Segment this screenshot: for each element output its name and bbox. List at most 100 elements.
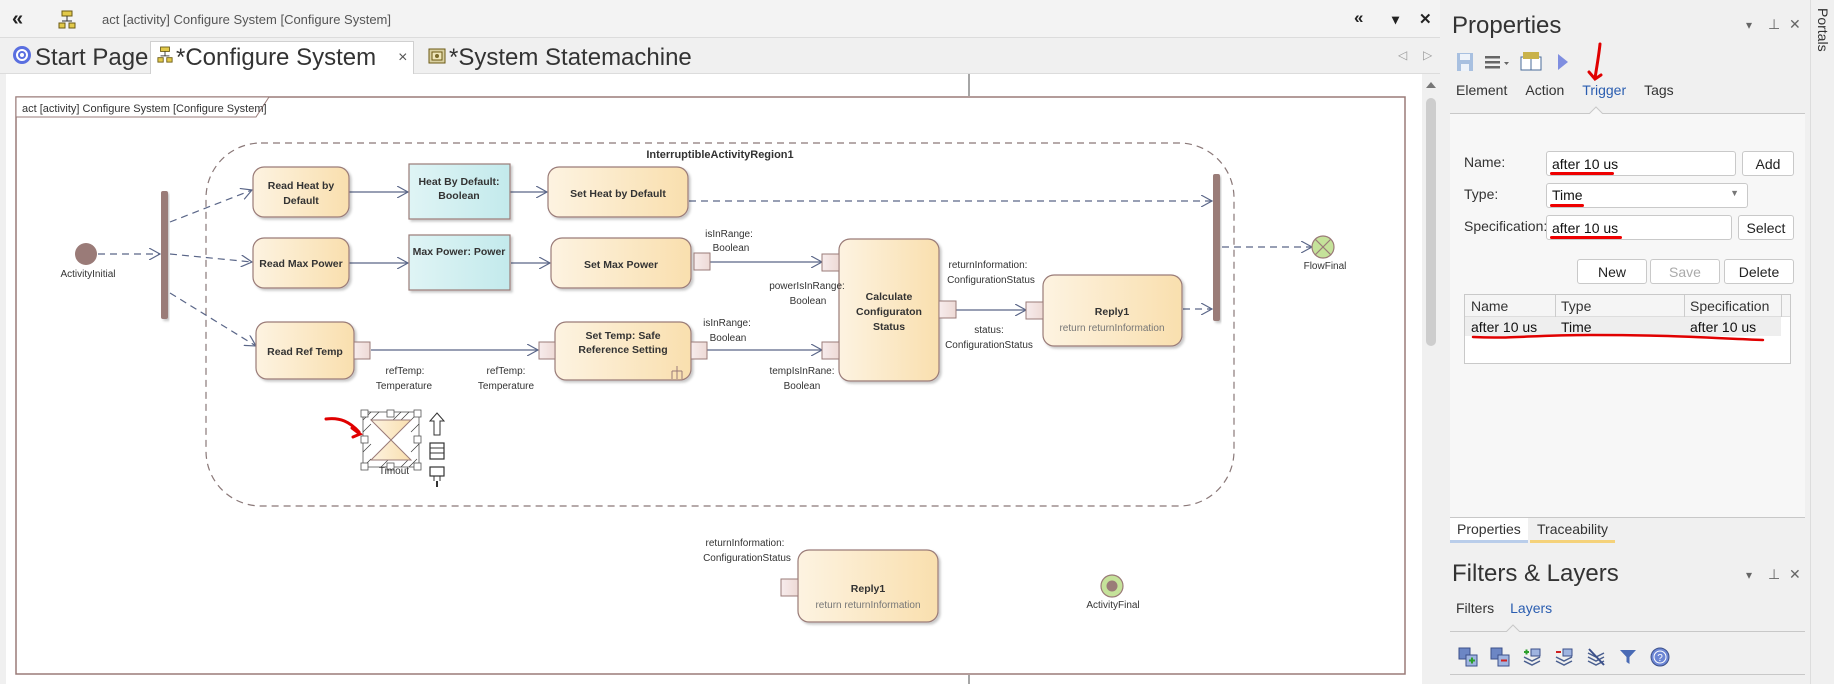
dropdown-button[interactable]: ▾ <box>1392 11 1400 27</box>
panel-close-button[interactable]: ✕ <box>1789 16 1801 32</box>
element-properties-icon[interactable] <box>1520 51 1542 76</box>
annotation-arrow <box>324 417 361 434</box>
collapse-left-button[interactable]: « <box>12 8 24 30</box>
read-max-power-label: Read Max Power <box>259 258 342 270</box>
col-type[interactable]: Type <box>1561 298 1592 314</box>
expand-button[interactable]: « <box>1354 8 1364 27</box>
pin-icon[interactable]: ⊥ <box>1768 16 1781 32</box>
pin-reply2-in[interactable] <box>780 578 799 597</box>
table-row[interactable]: after 10 us Time after 10 us <box>1465 317 1781 336</box>
panel-close-button[interactable]: ✕ <box>1789 566 1801 582</box>
remove-from-layer-icon[interactable] <box>1554 647 1574 667</box>
tab-traceability[interactable]: Traceability <box>1530 518 1616 543</box>
timeout-label: Timout <box>379 466 409 477</box>
run-icon[interactable] <box>1556 52 1570 77</box>
close-button[interactable]: ✕ <box>1419 11 1432 28</box>
pin-readref-out[interactable] <box>353 341 371 360</box>
type-value: Time <box>1552 187 1583 203</box>
pin-calc-out[interactable] <box>938 300 957 319</box>
reply1-label: Reply1 <box>1095 306 1130 318</box>
add-to-layer-icon[interactable] <box>1522 647 1542 667</box>
action-set-heat[interactable] <box>547 166 689 218</box>
action-set-max-power[interactable] <box>550 237 692 289</box>
activity-initial-node[interactable] <box>75 243 97 265</box>
diagram-canvas[interactable]: act [activity] Configure System [Configu… <box>0 74 1422 684</box>
pin-setmax-out[interactable] <box>693 252 711 271</box>
tab-system-statemachine[interactable]: *System Statemachine <box>422 41 698 74</box>
scroll-up-icon[interactable] <box>1426 82 1436 88</box>
save-button[interactable]: Save <box>1650 259 1720 284</box>
tab-action[interactable]: Action <box>1525 82 1565 98</box>
triggers-table: Name Type Specification after 10 us Time… <box>1464 294 1791 364</box>
tab-start-page[interactable]: Start Page <box>6 41 154 74</box>
heat-obj-label-2: Boolean <box>438 190 479 202</box>
flow-fork-readmax[interactable] <box>169 253 252 262</box>
join-bar[interactable] <box>1213 174 1220 321</box>
action-read-heat[interactable] <box>6 74 350 218</box>
panel-menu-button[interactable]: ▾ <box>1746 18 1753 32</box>
trigger-form: Name: Add Type: Time ▼ Specification: Se… <box>1450 114 1805 517</box>
filter-icon[interactable] <box>1618 647 1638 667</box>
portals-strip: Portals <box>1810 0 1834 684</box>
pin-label: refTemp: <box>487 366 526 377</box>
col-name[interactable]: Name <box>1471 298 1509 314</box>
interruptible-region[interactable] <box>205 142 1235 507</box>
action-read-max-power[interactable] <box>252 237 350 289</box>
tab-properties[interactable]: Properties <box>1450 518 1528 543</box>
pin-calc-power-in[interactable] <box>821 253 840 272</box>
pin-label: Boolean <box>710 333 747 344</box>
pin-icon[interactable]: ⊥ <box>1768 566 1781 582</box>
tab-prev-button[interactable]: ◁ <box>1398 48 1408 62</box>
help-icon[interactable]: ? <box>1650 647 1670 667</box>
selection-handles[interactable] <box>360 409 422 471</box>
flow-fork-readheat[interactable] <box>169 190 252 223</box>
flow-final-node[interactable] <box>1311 235 1335 259</box>
pin-calc-temp-in[interactable] <box>821 341 840 360</box>
type-select[interactable]: Time ▼ <box>1546 183 1748 208</box>
tab-tags[interactable]: Tags <box>1644 82 1674 98</box>
pin-settemp-in[interactable] <box>538 341 556 360</box>
fork-bar[interactable] <box>161 191 168 319</box>
tab-element[interactable]: Element <box>1456 82 1508 98</box>
pin-label: Temperature <box>376 381 433 392</box>
quick-linker-properties-icon[interactable] <box>429 466 445 487</box>
vertical-scrollbar[interactable] <box>1422 74 1440 684</box>
panel-menu-button[interactable]: ▾ <box>1746 568 1753 582</box>
timeout-event-selected[interactable]: Timout <box>360 409 422 477</box>
clear-layers-icon[interactable] <box>1586 647 1606 667</box>
flow-fork-readref[interactable] <box>169 292 256 346</box>
name-input[interactable] <box>1546 151 1736 176</box>
tab-next-button[interactable]: ▷ <box>1423 48 1433 62</box>
col-specification[interactable]: Specification <box>1690 298 1770 314</box>
quick-linker-arrow-icon[interactable] <box>428 412 446 436</box>
activity-final-node[interactable] <box>1100 574 1124 598</box>
tab-layers[interactable]: Layers <box>1510 600 1553 616</box>
new-button[interactable]: New <box>1577 259 1647 284</box>
pin-label: powerIsInRange: <box>769 281 845 292</box>
quick-linker-list-icon[interactable] <box>429 442 445 460</box>
pin-label: refTemp: <box>386 366 425 377</box>
remove-layer-icon[interactable] <box>1490 647 1510 667</box>
layers-toolbar: ? <box>1458 647 1670 667</box>
add-layer-icon[interactable] <box>1458 647 1478 667</box>
object-heat-by-default[interactable] <box>408 163 511 220</box>
specification-input[interactable] <box>1546 215 1732 240</box>
properties-toolbar <box>1454 42 1794 81</box>
tab-configure-system[interactable]: *Configure System × <box>150 41 415 74</box>
add-button[interactable]: Add <box>1742 151 1794 176</box>
tab-label: *System Statemachine <box>449 43 692 71</box>
tab-trigger[interactable]: Trigger <box>1582 82 1627 98</box>
tab-filters[interactable]: Filters <box>1456 600 1495 616</box>
pin-settemp-out[interactable] <box>690 341 708 360</box>
select-button[interactable]: Select <box>1738 215 1794 240</box>
pin-reply-in[interactable] <box>1025 301 1044 320</box>
tab-close-icon[interactable]: × <box>398 49 408 66</box>
document-tabbar: Start Page *Configure System × *System S… <box>0 38 1440 74</box>
list-menu-icon[interactable] <box>1484 52 1510 77</box>
portals-tab[interactable]: Portals <box>1815 8 1831 52</box>
cell-type: Time <box>1561 319 1592 335</box>
scroll-thumb[interactable] <box>1426 98 1436 346</box>
object-max-power[interactable] <box>408 234 511 291</box>
delete-button[interactable]: Delete <box>1724 259 1794 284</box>
save-icon[interactable] <box>1456 52 1474 77</box>
